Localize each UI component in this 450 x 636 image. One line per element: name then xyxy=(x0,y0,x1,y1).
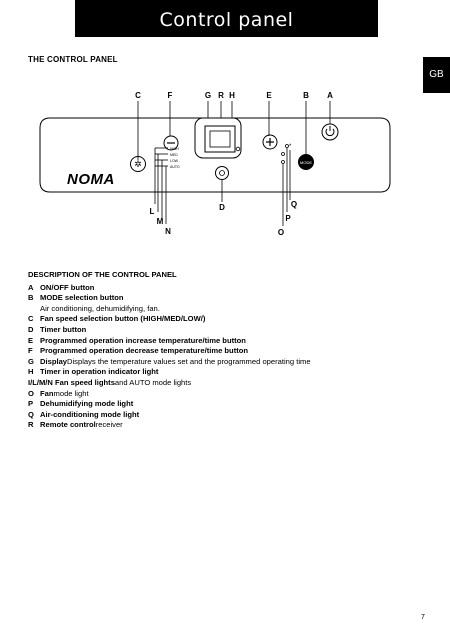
page-number: 7 xyxy=(421,614,425,621)
callout-d: D xyxy=(219,203,225,212)
section-heading: THE CONTROL PANEL xyxy=(28,55,118,64)
display-screen xyxy=(204,125,236,153)
callout-b: B xyxy=(303,91,309,100)
fan-mode-light xyxy=(281,160,285,164)
on-off-button xyxy=(321,123,339,141)
dehumidifying-mode-light xyxy=(281,152,285,156)
mode-button-label: MODE xyxy=(300,160,312,165)
decrease-button xyxy=(163,135,179,151)
description-heading: DESCRIPTION OF THE CONTROL PANEL xyxy=(28,270,177,279)
callout-f: F xyxy=(168,91,173,100)
panel-outline xyxy=(39,117,391,193)
fan-label-med: MED xyxy=(170,153,178,157)
timer-button xyxy=(215,166,229,180)
language-tab: GB xyxy=(423,57,450,93)
callout-r: R xyxy=(218,91,224,100)
callout-c: C xyxy=(135,91,141,100)
air-conditioning-mode-light xyxy=(285,144,289,148)
fan-label-auto: AUTO xyxy=(170,165,180,169)
callout-h: H xyxy=(229,91,235,100)
increase-button xyxy=(262,134,278,150)
callout-n: N xyxy=(165,227,171,236)
brand-logo: NOMA xyxy=(67,171,115,188)
callout-g: G xyxy=(205,91,211,100)
desc-item-b-detail: Air conditioning, dehumidifying, fan. xyxy=(40,303,160,313)
svg-text:*: * xyxy=(289,144,292,150)
callout-a: A xyxy=(327,91,333,100)
fan-speed-button xyxy=(130,156,146,172)
fan-icon: ✲ xyxy=(134,159,142,169)
mode-button xyxy=(298,154,314,170)
fan-label-low: LOW xyxy=(170,159,179,163)
control-panel-diagram: C F G R H E B A ✲ MODE NOMA xyxy=(39,91,391,237)
desc-item-ilmn: I/L/M/N Fan speed lights and AUTO mode l… xyxy=(28,377,192,387)
callout-o: O xyxy=(278,228,284,237)
callout-m: M xyxy=(157,217,164,226)
page-title: Control panel xyxy=(75,0,378,37)
callout-p: P xyxy=(285,214,291,223)
callout-q: Q xyxy=(291,200,297,209)
timer-indicator-light xyxy=(235,146,241,152)
callout-l: L xyxy=(150,207,155,216)
display-frame xyxy=(194,117,242,159)
fan-label-high: HIGH xyxy=(170,147,179,151)
callout-e: E xyxy=(266,91,272,100)
